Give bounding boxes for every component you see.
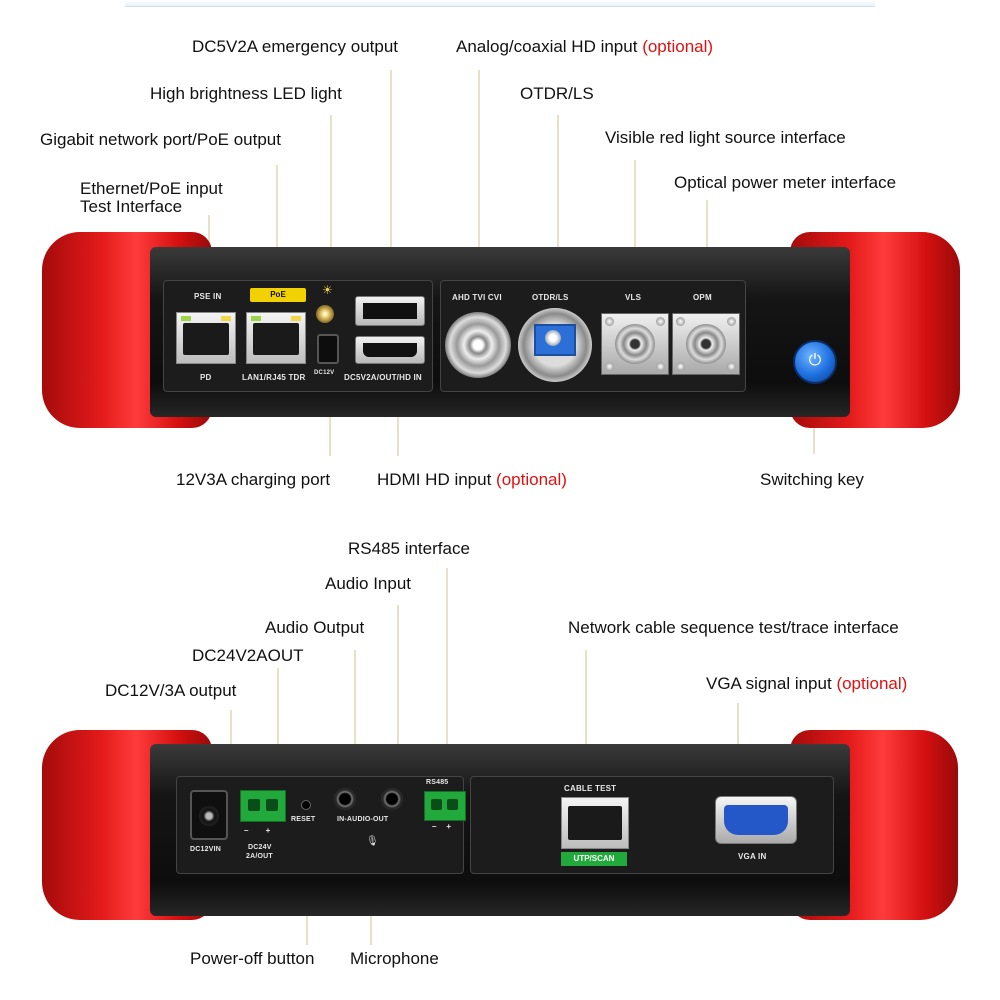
leader-line bbox=[330, 115, 332, 280]
switching-key-button[interactable]: ⏻ bbox=[793, 340, 837, 384]
label-otdr-ls: OTDR/LS bbox=[520, 84, 594, 103]
label-gigabit-port: Gigabit network port/PoE output bbox=[40, 130, 281, 149]
label-analog-hd-text: Analog/coaxial HD input bbox=[456, 37, 638, 56]
leader-line bbox=[478, 70, 480, 280]
rs485-polarity: – + bbox=[432, 822, 452, 831]
vls-label: VLS bbox=[625, 293, 642, 302]
leader-line bbox=[276, 165, 278, 275]
label-visible-red-light: Visible red light source interface bbox=[605, 128, 846, 147]
poe-label: PoE bbox=[270, 290, 286, 299]
opm-label: OPM bbox=[693, 293, 712, 302]
led-light-icon: ☀ bbox=[322, 283, 333, 297]
in-audio-out-label: IN-AUDIO-OUT bbox=[337, 816, 389, 823]
dc5v-hdmi-label: DC5V2A/OUT/HD IN bbox=[344, 373, 422, 382]
label-audio-output: Audio Output bbox=[265, 618, 365, 637]
leader-line bbox=[354, 650, 356, 790]
label-ethernet-poe-input: Ethernet/PoE input bbox=[80, 179, 223, 198]
audio-out-jack[interactable] bbox=[381, 788, 403, 810]
label-rs485: RS485 interface bbox=[348, 539, 470, 558]
utp-scan-badge: UTP/SCAN bbox=[561, 852, 627, 866]
label-hdmi-optional: (optional) bbox=[496, 470, 567, 489]
leader-line bbox=[329, 388, 331, 456]
leader-line bbox=[706, 200, 708, 283]
label-led-light: High brightness LED light bbox=[150, 84, 342, 103]
rs485-terminal[interactable] bbox=[424, 791, 466, 821]
label-power-off: Power-off button bbox=[190, 949, 315, 968]
label-dc24v: DC24V2AOUT bbox=[192, 646, 304, 665]
reset-label: RESET bbox=[291, 816, 316, 823]
pd-ethernet-port[interactable] bbox=[176, 312, 236, 364]
usb-port[interactable] bbox=[355, 296, 425, 326]
vga-port[interactable] bbox=[715, 796, 797, 844]
label-dc12v: DC12V/3A output bbox=[105, 681, 237, 700]
label-hdmi-text: HDMI HD input bbox=[377, 470, 492, 489]
leader-line bbox=[397, 388, 399, 456]
led-light bbox=[316, 305, 334, 323]
audio-in-jack[interactable] bbox=[334, 788, 356, 810]
pse-in-label: PSE IN bbox=[194, 292, 222, 301]
top-divider bbox=[125, 0, 875, 7]
utp-scan-label: UTP/SCAN bbox=[573, 854, 615, 863]
dc24v-label: DC24V bbox=[248, 844, 272, 851]
cable-test-port[interactable] bbox=[561, 797, 629, 849]
dc24v-polarity: – + bbox=[244, 826, 271, 835]
dc12v-jack[interactable] bbox=[190, 790, 228, 840]
lan1-label: LAN1/RJ45 TDR bbox=[242, 373, 306, 382]
label-dc5v2a-emergency: DC5V2A emergency output bbox=[192, 37, 399, 56]
otdr-ls-panel-label: OTDR/LS bbox=[532, 293, 569, 302]
vls-fc-connector[interactable] bbox=[601, 313, 669, 375]
label-analog-optional: (optional) bbox=[642, 37, 714, 56]
leader-line bbox=[557, 115, 559, 283]
label-audio-input: Audio Input bbox=[325, 574, 412, 593]
pd-label: PD bbox=[200, 373, 212, 382]
label-vga-optional: (optional) bbox=[836, 674, 908, 693]
ahd-tvi-cvi-label: AHD TVI CVI bbox=[452, 293, 502, 302]
otdr-sc-connector[interactable] bbox=[518, 308, 592, 382]
dc24v-terminal[interactable] bbox=[240, 790, 286, 822]
microphone-icon: 🎙 bbox=[366, 836, 379, 847]
bnc-connector[interactable] bbox=[445, 312, 511, 378]
poe-badge: PoE bbox=[250, 288, 306, 302]
power-icon: ⏻ bbox=[808, 352, 822, 369]
dc12v-label: DC12V bbox=[314, 370, 335, 376]
label-optical-power-meter: Optical power meter interface bbox=[674, 173, 897, 192]
lan1-ethernet-port[interactable] bbox=[246, 312, 306, 364]
label-vga-input: VGA signal input (optional) bbox=[706, 674, 907, 694]
label-switching-key: Switching key bbox=[760, 470, 864, 489]
label-test-interface: Test Interface bbox=[80, 197, 183, 216]
leader-line bbox=[390, 70, 392, 278]
cable-test-label: CABLE TEST bbox=[564, 784, 617, 793]
label-microphone: Microphone bbox=[350, 949, 439, 968]
label-hdmi-input: HDMI HD input (optional) bbox=[377, 470, 567, 490]
label-network-cable-test: Network cable sequence test/trace interf… bbox=[568, 618, 899, 637]
leader-line bbox=[277, 668, 279, 788]
label-vga-text: VGA signal input bbox=[706, 674, 832, 693]
leader-line bbox=[446, 568, 448, 778]
leader-line bbox=[585, 650, 587, 785]
label-charging-port: 12V3A charging port bbox=[176, 470, 331, 489]
reset-button[interactable] bbox=[301, 800, 311, 810]
label-analog-hd-input: Analog/coaxial HD input (optional) bbox=[456, 37, 713, 57]
dc12vin-label: DC12VIN bbox=[190, 846, 221, 853]
dc24v-label-2: 2A/OUT bbox=[246, 853, 273, 860]
leader-line bbox=[397, 605, 399, 790]
vga-in-label: VGA IN bbox=[738, 852, 767, 861]
hdmi-port[interactable] bbox=[355, 336, 425, 364]
opm-fc-connector[interactable] bbox=[672, 313, 740, 375]
charging-jack[interactable] bbox=[317, 334, 339, 364]
rs485-label: RS485 bbox=[426, 779, 449, 786]
leader-line bbox=[634, 160, 636, 283]
